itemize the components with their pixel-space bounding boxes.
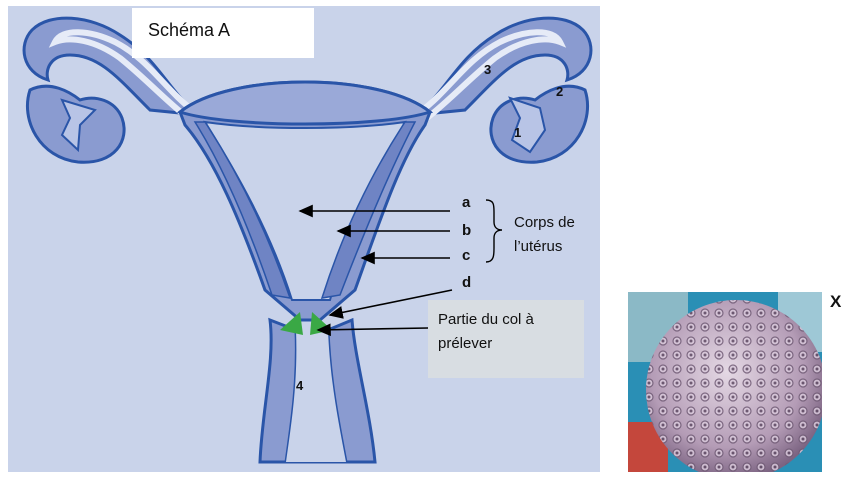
label-3-tube: 3 [484,62,491,77]
photo-label-x: X [830,292,841,312]
diagram-title: Schéma A [148,20,230,41]
partie-line-2: prélever [438,332,534,356]
corps-uterus-label: Corps de l’utérus [514,211,575,259]
title-box: Schéma A [132,8,314,58]
label-a: a [462,194,470,211]
label-2-follicle: 2 [556,84,563,99]
label-d: d [462,274,471,291]
label-b: b [462,222,471,239]
partie-line-1: Partie du col à [438,308,534,332]
corps-line-2: l’utérus [514,235,575,259]
partie-col-box: Partie du col à prélever [428,300,584,378]
label-1-ovary: 1 [514,125,521,140]
label-4-vagina: 4 [296,378,303,393]
virus-micrograph [628,292,822,472]
label-c: c [462,247,470,264]
corps-line-1: Corps de [514,211,575,235]
